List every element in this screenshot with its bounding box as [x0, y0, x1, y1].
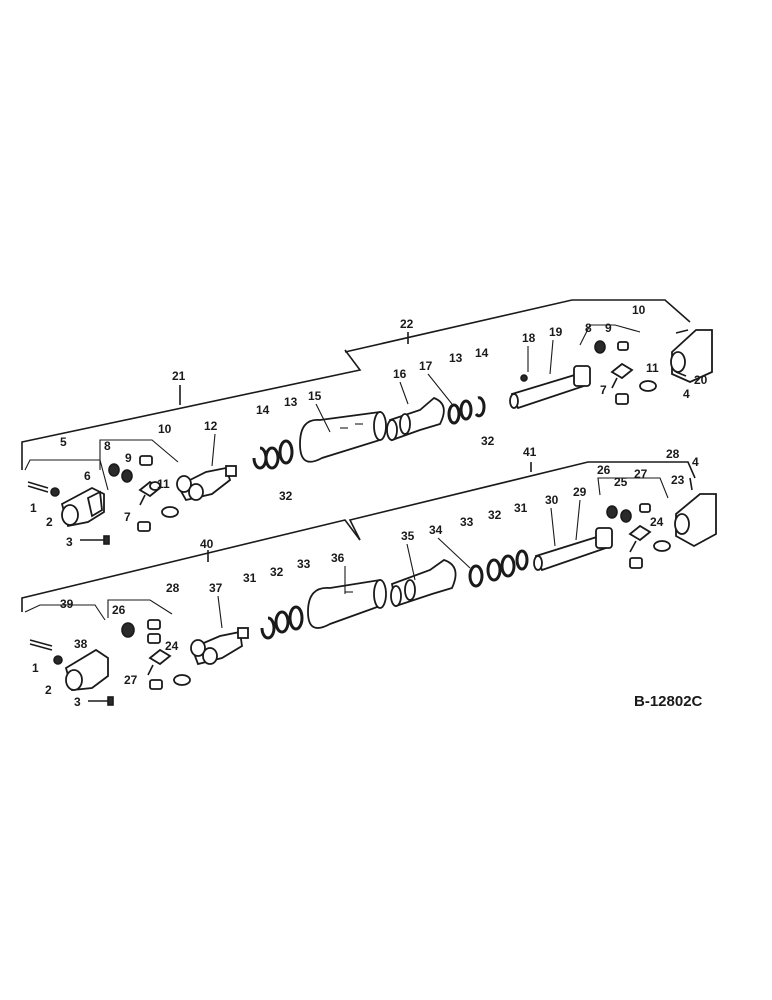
callout-11b: 11 — [646, 361, 659, 375]
upper-shaft-parts — [27, 329, 713, 545]
upper-shaft-19 — [509, 365, 591, 410]
callout-25: 25 — [614, 475, 628, 489]
assembly-brackets — [21, 299, 696, 621]
callout-32: 32 — [279, 489, 293, 503]
upper-rings-left — [252, 439, 294, 470]
callout-2c: 2 — [45, 683, 52, 697]
upper-shield-16 — [386, 396, 445, 442]
callout-26c: 26 — [597, 463, 611, 477]
callout-6: 6 — [84, 469, 91, 483]
callout-16: 16 — [393, 367, 407, 381]
callout-38: 38 — [74, 637, 88, 651]
callout-32d: 32 — [488, 508, 502, 522]
upper-left-cross-kit — [108, 455, 179, 532]
lower-cone-tube-36 — [307, 578, 387, 629]
lower-shaft-parts — [29, 477, 717, 706]
callout-7b: 7 — [600, 383, 607, 397]
callout-8: 8 — [104, 439, 111, 453]
bracket-41 — [348, 461, 696, 541]
callout-22: 22 — [400, 317, 414, 331]
callout-41: 41 — [523, 445, 537, 459]
lower-right-cross-kit — [606, 503, 671, 569]
callout-28c: 28 — [666, 447, 680, 461]
upper-rings-right — [447, 396, 486, 425]
upper-callouts: 21 22 5 6 1 2 3 8 9 10 11 7 12 14 13 32 … — [30, 303, 708, 549]
callout-4: 4 — [683, 387, 690, 401]
bracket-28-left — [107, 599, 173, 618]
callout-4c: 4 — [692, 455, 699, 469]
callout-11: 11 — [157, 477, 170, 491]
callout-13b: 13 — [449, 351, 463, 365]
bracket-40 — [21, 519, 361, 612]
lower-callouts: 40 41 39 38 1 2 3 26 28 24 27 37 31 32 3… — [32, 445, 699, 709]
callout-35: 35 — [401, 529, 415, 543]
callout-34: 34 — [429, 523, 443, 537]
callout-24: 24 — [165, 639, 179, 653]
bracket-10-right — [579, 324, 641, 346]
callout-36: 36 — [331, 551, 345, 565]
callout-14: 14 — [256, 403, 270, 417]
callout-40: 40 — [200, 537, 214, 551]
bracket-39 — [24, 604, 106, 621]
callout-24c: 24 — [650, 515, 664, 529]
lower-flange-yoke-23 — [674, 477, 717, 548]
lower-rings-right — [468, 549, 529, 588]
callout-9b: 9 — [605, 321, 612, 335]
callout-17: 17 — [419, 359, 433, 373]
callout-20: 20 — [694, 373, 708, 387]
callout-37: 37 — [209, 581, 223, 595]
callout-33c: 33 — [460, 515, 474, 529]
callout-15: 15 — [308, 389, 322, 403]
figure-reference-code: B-12802C — [634, 693, 703, 710]
bracket-22 — [344, 299, 691, 353]
leader-lines — [211, 339, 581, 629]
callout-27: 27 — [124, 673, 138, 687]
callout-27c: 27 — [634, 467, 648, 481]
callout-31c: 31 — [514, 501, 528, 515]
callout-3: 3 — [66, 535, 73, 549]
callout-8b: 8 — [585, 321, 592, 335]
lower-shield-35 — [390, 559, 457, 608]
callout-10b: 10 — [632, 303, 646, 317]
upper-yoke-12 — [176, 465, 237, 502]
callout-26: 26 — [112, 603, 126, 617]
upper-left-yoke — [27, 481, 110, 545]
callout-28: 28 — [166, 581, 180, 595]
lower-left-cross-kit — [121, 619, 191, 690]
callout-5: 5 — [60, 435, 67, 449]
callout-29: 29 — [573, 485, 587, 499]
callout-9: 9 — [125, 451, 132, 465]
lower-rings-left — [260, 605, 304, 640]
callout-10: 10 — [158, 422, 172, 436]
callout-2: 2 — [46, 515, 53, 529]
callout-7: 7 — [124, 510, 131, 524]
callout-1: 1 — [30, 501, 37, 515]
bracket-28-right — [597, 477, 669, 499]
upper-right-cross-kit — [594, 340, 657, 405]
lower-shaft-29 — [533, 527, 613, 572]
bracket-10-left — [99, 439, 179, 470]
callout-1c: 1 — [32, 661, 39, 675]
upper-cone-tube-15 — [299, 410, 387, 463]
lower-yoke-37 — [190, 627, 249, 666]
bracket-5 — [24, 459, 109, 491]
callout-21: 21 — [172, 369, 186, 383]
callout-32c: 32 — [270, 565, 284, 579]
callout-31: 31 — [243, 571, 257, 585]
callout-39: 39 — [60, 597, 74, 611]
lower-left-yoke-38 — [29, 639, 114, 706]
callout-18: 18 — [522, 331, 536, 345]
upper-flange-yoke-20 — [670, 329, 713, 383]
callout-13: 13 — [284, 395, 298, 409]
bracket-21 — [21, 349, 362, 470]
callout-14b: 14 — [475, 346, 489, 360]
callout-19: 19 — [549, 325, 563, 339]
callout-33: 33 — [297, 557, 311, 571]
callout-30: 30 — [545, 493, 559, 507]
callout-3c: 3 — [74, 695, 81, 709]
callout-12: 12 — [204, 419, 218, 433]
callout-32b: 32 — [481, 434, 495, 448]
callout-23: 23 — [671, 473, 685, 487]
